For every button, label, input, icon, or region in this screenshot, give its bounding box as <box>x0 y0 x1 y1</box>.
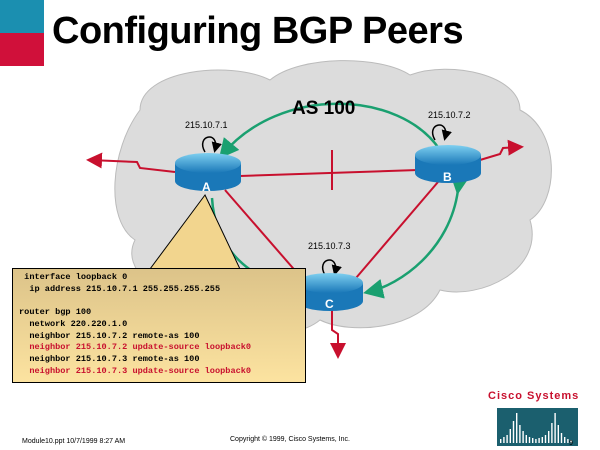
router-a-loopback: 215.10.7.1 <box>185 120 228 130</box>
config-line: network 220.220.1.0 <box>19 318 128 329</box>
logo-bar <box>544 435 547 443</box>
logo-bar <box>519 425 521 443</box>
logo-bar <box>516 413 518 443</box>
config-callout: interface loopback 0 ip address 215.10.7… <box>12 268 306 383</box>
page-number: 9 <box>569 440 573 447</box>
logo-bars <box>497 408 578 446</box>
logo-bar <box>557 425 559 443</box>
logo-bar <box>541 437 543 443</box>
router-c-loopback: 215.10.7.3 <box>308 241 351 251</box>
logo-bar <box>560 433 563 443</box>
logo-bar <box>567 439 569 443</box>
logo-bar <box>503 437 505 443</box>
logo-bar <box>570 440 572 443</box>
cisco-logo: Cisco Systems <box>488 390 580 402</box>
as-label: AS 100 <box>292 98 356 119</box>
logo-bar <box>522 431 524 443</box>
logo-bar <box>500 439 502 443</box>
router-c-label: C <box>325 297 334 311</box>
router-c[interactable] <box>297 273 363 311</box>
logo-bar <box>525 435 527 443</box>
logo-bar <box>506 435 508 443</box>
router-b[interactable] <box>415 145 481 183</box>
logo-bar <box>538 438 540 443</box>
config-line: neighbor 215.10.7.3 remote-as 100 <box>19 353 200 364</box>
config-line: router bgp 100 <box>19 307 92 318</box>
config-line: ip address 215.10.7.1 255.255.255.255 <box>19 283 221 294</box>
header-red-square <box>0 33 44 66</box>
router-a[interactable] <box>175 153 241 191</box>
page-title: Configuring BGP Peers <box>52 10 464 52</box>
config-line: neighbor 215.10.7.3 update-source loopba… <box>19 365 252 376</box>
config-line <box>19 295 305 307</box>
logo-bar <box>554 413 556 443</box>
logo-bar <box>551 423 553 443</box>
header-teal-square <box>0 0 44 33</box>
footer-file: Module10.ppt 10/7/1999 8:27 AM <box>22 438 126 445</box>
logo-bar <box>509 429 511 443</box>
config-line: neighbor 215.10.7.2 update-source loopba… <box>19 342 252 353</box>
router-a-label: A <box>202 180 211 194</box>
logo-bar <box>548 431 550 443</box>
footer-copyright: Copyright © 1999, Cisco Systems, Inc. <box>230 436 350 443</box>
config-line: neighbor 215.10.7.2 remote-as 100 <box>19 330 200 341</box>
logo-bar <box>532 438 534 443</box>
router-b-label: B <box>443 170 452 184</box>
router-b-loopback: 215.10.7.2 <box>428 110 471 120</box>
logo-bar <box>528 437 531 443</box>
logo-bar <box>512 421 515 443</box>
config-line: interface loopback 0 <box>19 272 128 282</box>
logo-bar <box>564 437 566 443</box>
logo-bar <box>535 439 537 443</box>
